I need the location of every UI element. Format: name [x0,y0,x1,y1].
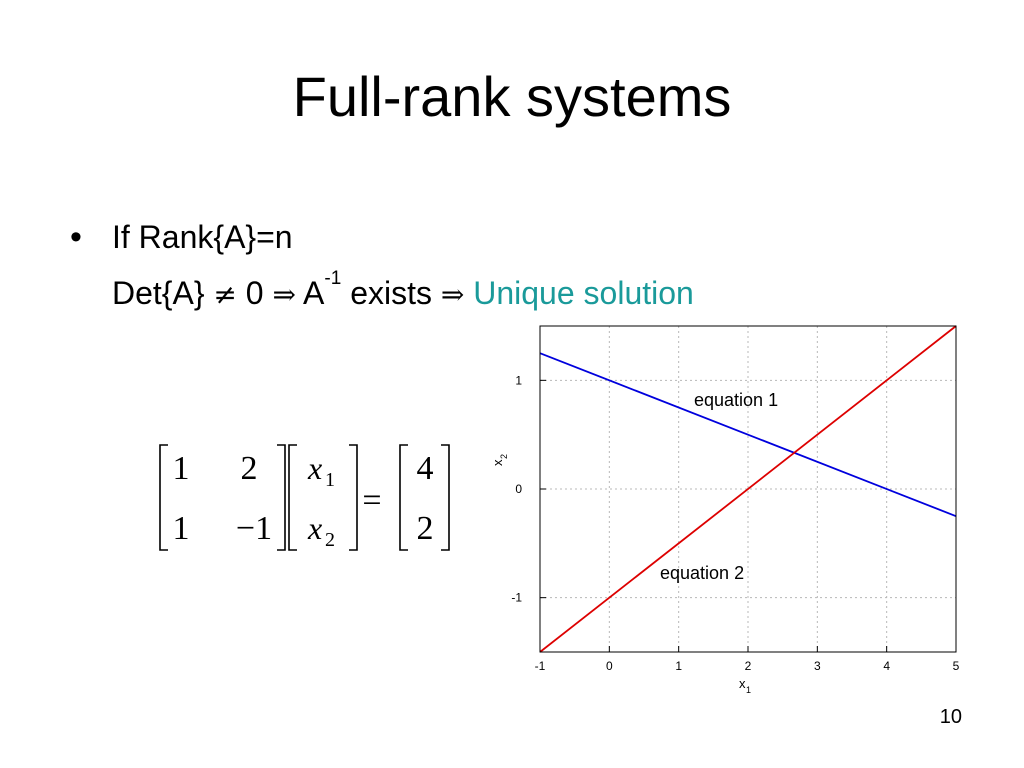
not-equal-symbol: ≠ [213,278,237,311]
matrix-cell: −1 [236,510,272,547]
series-label-equation-2: equation 2 [660,563,744,583]
matrix-cell: 1 [173,450,190,487]
series-labels: equation 1 equation 2 [660,390,778,583]
unique-solution-text: Unique solution [473,275,694,311]
x-tick-label: 1 [675,659,682,673]
matrix-cell: 2 [241,450,258,487]
x-tick-label: 4 [883,659,890,673]
rhs-cell: 4 [417,450,434,487]
inverse-superscript: -1 [324,268,342,289]
x-tick-label: -1 [535,659,546,673]
exists-text: exists [350,275,432,311]
y-axis-label-base: x [490,459,505,466]
vector-x2-base: x [307,510,322,546]
series-line-2 [539,325,957,653]
x-tick-label: 0 [606,659,613,673]
rhs-cell: 2 [417,510,434,547]
x-tick-label: 2 [745,659,752,673]
bullet-line-1: If Rank{A}=n [112,219,293,255]
bullet-icon: • [70,218,82,256]
a-text: A [303,275,325,311]
matrix-left-bracket [159,444,168,551]
vector-x1-base: x [307,450,322,486]
matrix-equation: 1 2 1 −1 = 4 2 x 1 x 2 [159,444,450,551]
vector-right-bracket [349,444,358,551]
y-tick-label: 0 [515,482,522,496]
det-text: Det{A} [112,275,205,311]
y-axis-label-sub: 2 [499,454,509,459]
zero-text: 0 [245,275,264,311]
y-tick-label: 1 [515,373,522,387]
line-chart: -1 0 1 2 3 4 5 -1 0 1 equation 1 equation 2 x 1 x… [490,325,960,695]
series-label-equation-1: equation 1 [694,390,778,410]
vector-x1-sub: 1 [325,469,335,491]
x-axis-label-sub: 1 [746,685,751,695]
x-tick-label: 3 [814,659,821,673]
vector-left-bracket [288,444,297,551]
implies-arrow-icon: ⇒ [272,278,296,311]
matrix-right-bracket [277,444,286,551]
slide-title: Full-rank systems [292,65,732,128]
plot-frame [539,325,957,653]
page-number: 10 [939,706,962,728]
matrix-cell: 1 [173,510,190,547]
series-line-1 [539,352,957,518]
implies-arrow-icon: ⇒ [440,278,465,311]
x-tick-label: 5 [953,659,960,673]
y-tick-label: -1 [511,591,522,605]
bullet-line-2: Det{A} ≠ 0 ⇒ A-1 exists ⇒ Unique solutio… [112,269,694,315]
rhs-right-bracket [441,444,450,551]
vector-x2-sub: 2 [325,529,335,551]
series-lines [539,325,957,653]
tick-labels: -1 0 1 2 3 4 5 -1 0 1 [511,373,959,673]
equals-sign: = [362,482,381,519]
rhs-left-bracket [399,444,408,551]
x-axis-label-base: x [739,676,746,691]
